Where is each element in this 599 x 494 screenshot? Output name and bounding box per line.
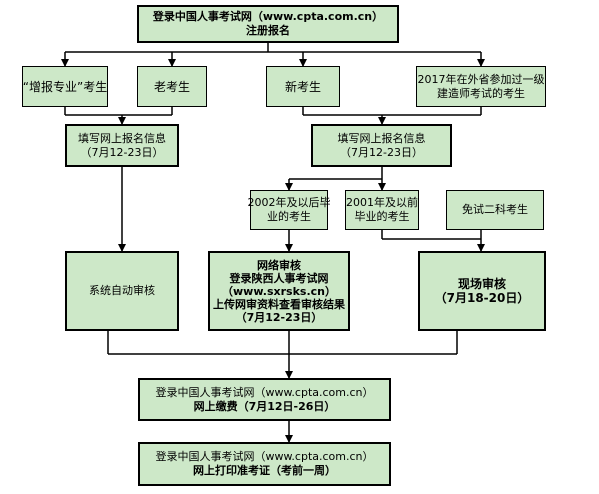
grad-2002-after-box: 2002年及以后毕 业的考生: [247, 190, 331, 230]
onsite-review-box: 现场审核 （7月18-20日）: [418, 251, 546, 331]
online-review-line5: （7月12-23日）: [235, 310, 323, 324]
onsite-review-line2: （7月18-20日）: [434, 291, 530, 305]
exempt-two-subjects-label: 免试二科考生: [462, 203, 528, 216]
grad-2002-line2: 业的考生: [267, 210, 311, 223]
grad-2001-line1: 2001年及以前: [346, 196, 418, 209]
payment-line1: 登录中国人事考试网（www.cpta.com.cn）: [155, 385, 374, 399]
auto-review-box: 系统自动审核: [65, 251, 179, 331]
grad-2001-before-box: 2001年及以前 毕业的考生: [345, 190, 419, 230]
fill-info-left-line1: 填写网上报名信息: [78, 131, 166, 145]
print-ticket-line1: 登录中国人事考试网（www.cpta.com.cn）: [155, 450, 374, 463]
fill-info-left-line2: （7月12-23日）: [80, 145, 164, 159]
auto-review-label: 系统自动审核: [89, 284, 155, 297]
add-major-candidate-label: “增报专业”考生: [22, 79, 108, 94]
other-province-line1: 2017年在外省参加过一级: [417, 72, 545, 86]
fill-info-right-line1: 填写网上报名信息: [337, 131, 426, 145]
new-candidate-box: 新考生: [266, 66, 340, 107]
fill-info-right-line2: （7月12-23日）: [340, 145, 423, 159]
print-ticket-line2: 网上打印准考证（考前一周）: [193, 464, 336, 477]
login-register-line2: 注册报名: [246, 24, 290, 37]
new-candidate-label: 新考生: [284, 79, 321, 94]
payment-line2: 网上缴费（7月12日-26日）: [193, 399, 336, 413]
online-review-line2: 登录陕西人事考试网: [229, 271, 329, 285]
old-candidate-label: 老考生: [153, 79, 190, 94]
grad-2001-line2: 毕业的考生: [354, 210, 410, 223]
add-major-candidate-box: “增报专业”考生: [22, 66, 108, 107]
login-register-box: 登录中国人事考试网（www.cpta.com.cn） 注册报名: [137, 5, 399, 43]
payment-box: 登录中国人事考试网（www.cpta.com.cn） 网上缴费（7月12日-26…: [138, 378, 391, 421]
exempt-two-subjects-box: 免试二科考生: [446, 190, 544, 230]
fill-info-right-box: 填写网上报名信息 （7月12-23日）: [311, 124, 452, 167]
other-province-2017-box: 2017年在外省参加过一级 建造师考试的考生: [416, 66, 546, 107]
fill-info-left-box: 填写网上报名信息 （7月12-23日）: [65, 124, 179, 167]
other-province-line2: 建造师考试的考生: [437, 86, 525, 100]
print-ticket-box: 登录中国人事考试网（www.cpta.com.cn） 网上打印准考证（考前一周）: [138, 442, 391, 486]
online-review-line3: （www.sxrsks.cn）: [222, 284, 336, 298]
old-candidate-box: 老考生: [137, 66, 207, 107]
online-review-line1: 网络审核: [257, 258, 301, 272]
onsite-review-line1: 现场审核: [457, 277, 506, 291]
login-register-line1: 登录中国人事考试网（www.cpta.com.cn）: [152, 10, 384, 23]
online-review-box: 网络审核 登录陕西人事考试网 （www.sxrsks.cn） 上传网审资料查看审…: [208, 251, 350, 331]
online-review-line4: 上传网审资料查看审核结果: [213, 297, 345, 311]
grad-2002-line1: 2002年及以后毕: [247, 196, 331, 209]
